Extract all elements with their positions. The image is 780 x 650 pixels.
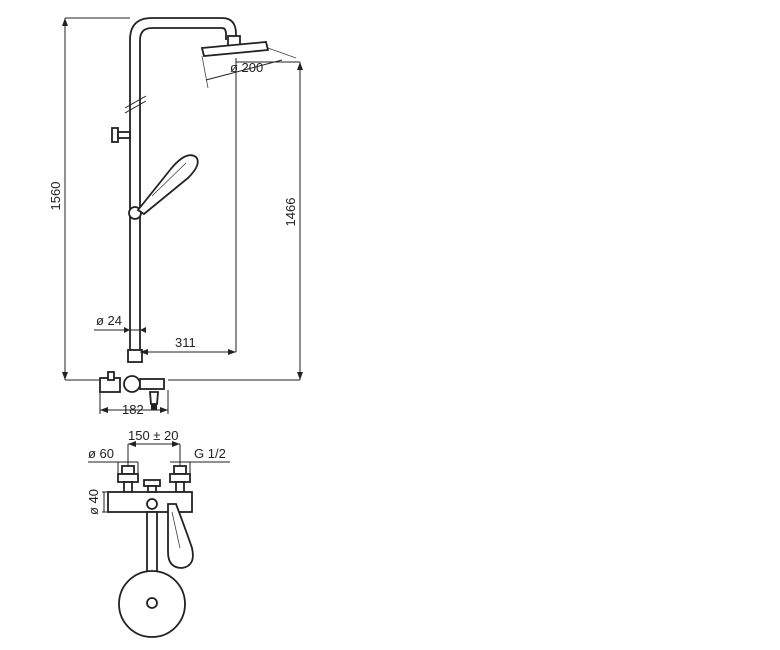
dim-total-height: 1560: [48, 182, 63, 211]
dim-mixer-depth: 182: [122, 402, 144, 417]
dim-inlet-spacing: 150 ± 20: [128, 428, 179, 443]
riser-pipe: [129, 17, 237, 355]
lever-handle: [167, 503, 194, 569]
dim-head-diameter: ø 200: [230, 60, 263, 75]
break-mark: [124, 95, 147, 109]
dim-body-diameter: ø 40: [86, 489, 101, 515]
escutcheon-right: [169, 465, 191, 493]
dim-head-height: 1466: [283, 198, 298, 227]
front-view: 150 ± 20 ø 60 G 1/2 ø 40: [86, 428, 230, 638]
dim-escutcheon-diameter: ø 60: [88, 446, 114, 461]
dim-thread: G 1/2: [194, 446, 226, 461]
escutcheon-left: [117, 465, 139, 493]
hand-shower: [128, 154, 199, 220]
side-view: 1560 1466 ø 200 ø 24 311 182: [48, 17, 303, 417]
upper-bracket: [111, 127, 131, 143]
dim-head-reach: 311: [175, 335, 196, 350]
mixer-side: [99, 371, 165, 410]
dim-pipe-diameter: ø 24: [96, 313, 122, 328]
shower-head: [200, 35, 297, 89]
